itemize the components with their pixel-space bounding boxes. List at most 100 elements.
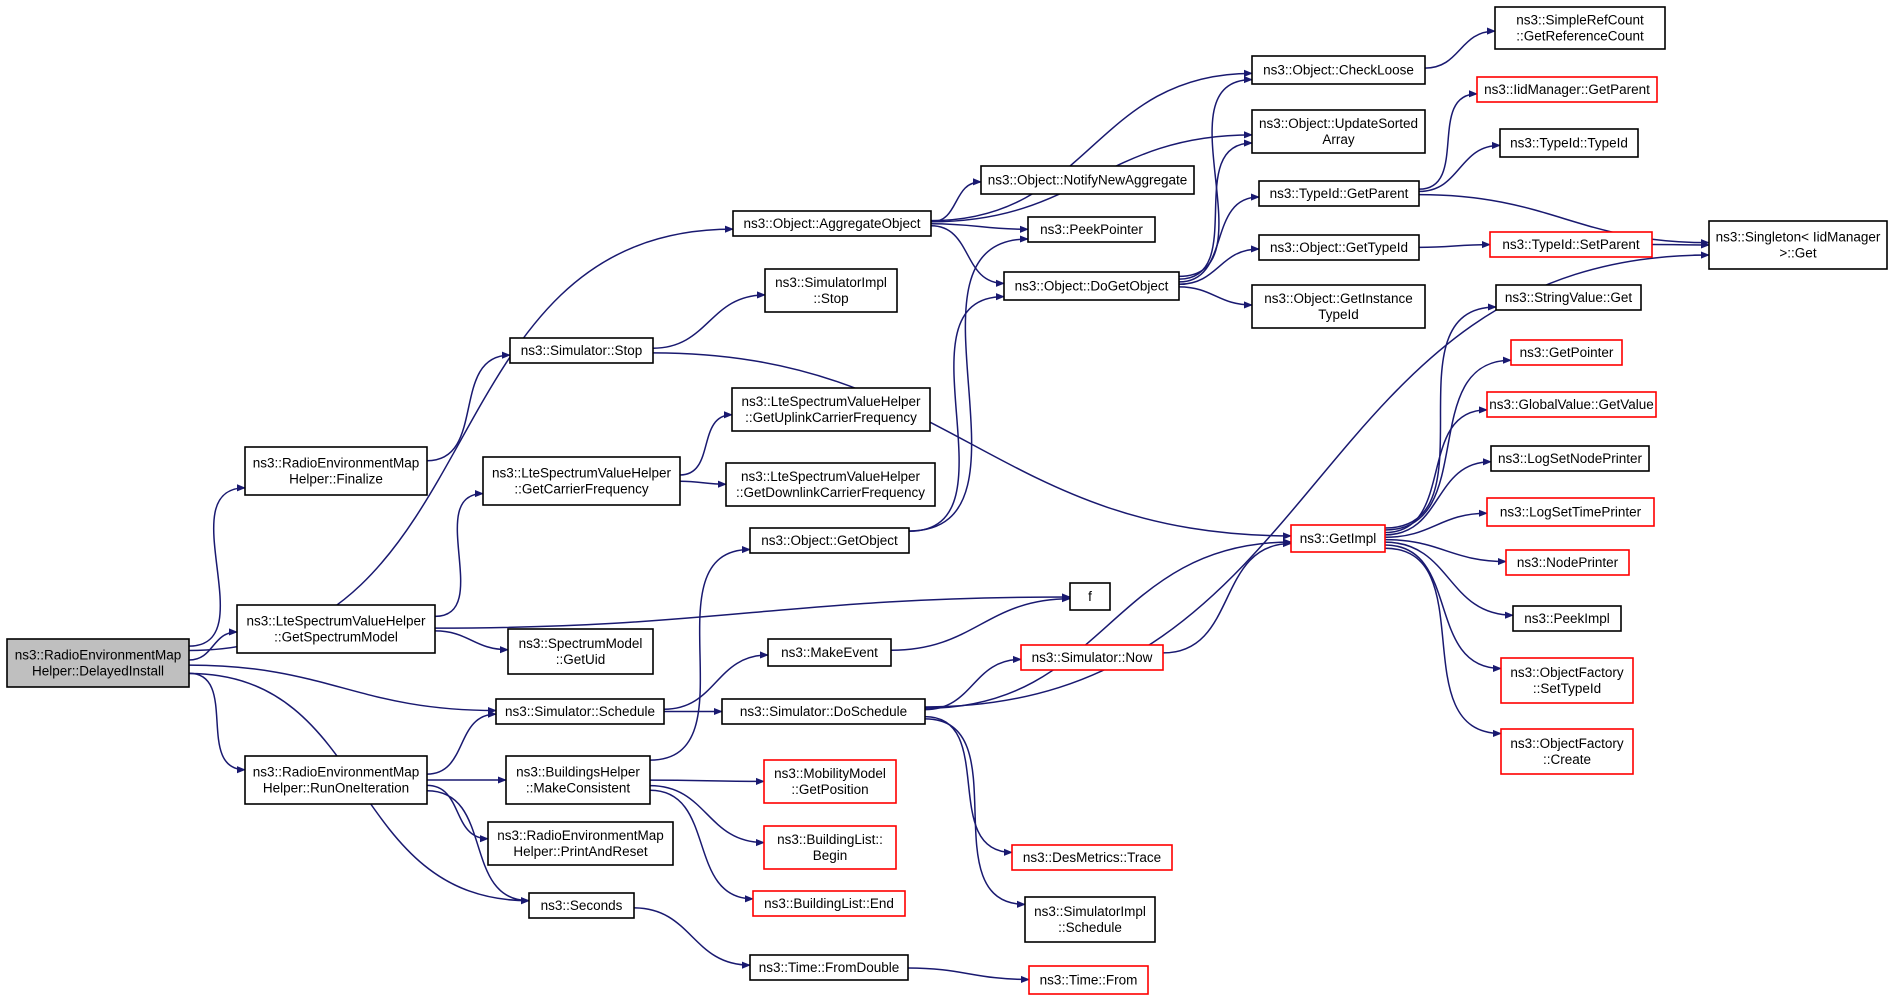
node-box[interactable]: [749, 954, 909, 981]
node-box[interactable]: [1495, 284, 1642, 311]
node-ns3-objectfactory-settypeid[interactable]: ns3::ObjectFactory::SetTypeId: [1500, 657, 1634, 704]
node-ns3-makeevent[interactable]: ns3::MakeEvent: [767, 638, 892, 667]
node-ns3-simulator-stop[interactable]: ns3::Simulator::Stop: [509, 337, 654, 364]
node-ns3-simulator-now[interactable]: ns3::Simulator::Now: [1020, 644, 1164, 671]
node-box[interactable]: [767, 638, 892, 667]
node-ns3-stringvalue-get[interactable]: ns3::StringValue::Get: [1495, 284, 1642, 311]
node-ns3-peekimpl[interactable]: ns3::PeekImpl: [1512, 605, 1622, 632]
node-ns3-peekpointer[interactable]: ns3::PeekPointer: [1027, 216, 1156, 243]
node-box[interactable]: [1290, 524, 1386, 553]
node-ns3-object-notifynewaggregate[interactable]: ns3::Object::NotifyNewAggregate: [980, 165, 1195, 195]
node-box[interactable]: [721, 698, 926, 725]
node-ns3-object-getobject[interactable]: ns3::Object::GetObject: [749, 527, 910, 554]
node-ns3-logsettimeprinter[interactable]: ns3::LogSetTimePrinter: [1486, 497, 1655, 527]
node-box[interactable]: [244, 755, 428, 805]
node-box[interactable]: [244, 446, 428, 496]
node-ns3-iidmanager-getparent[interactable]: ns3::IidManager::GetParent: [1476, 76, 1658, 103]
node-ns3-typeid-setparent[interactable]: ns3::TypeId::SetParent: [1489, 231, 1653, 258]
node-f[interactable]: f: [1069, 582, 1111, 611]
node-ns3-nodeprinter[interactable]: ns3::NodePrinter: [1505, 549, 1630, 576]
node-ns3-typeid-getparent[interactable]: ns3::TypeId::GetParent: [1258, 180, 1420, 207]
node-ns3-object-checkloose[interactable]: ns3::Object::CheckLoose: [1251, 55, 1426, 85]
node-ns3-desmetrics-trace[interactable]: ns3::DesMetrics::Trace: [1011, 844, 1173, 871]
node-box[interactable]: [1011, 844, 1173, 871]
node-box[interactable]: [1251, 109, 1426, 154]
node-ns3-singleton-iidmanager-get[interactable]: ns3::Singleton< IidManager>::Get: [1708, 220, 1888, 270]
node-ns3-object-aggregateobject[interactable]: ns3::Object::AggregateObject: [732, 210, 932, 237]
node-box[interactable]: [1512, 605, 1622, 632]
node-ns3-seconds[interactable]: ns3::Seconds: [528, 892, 635, 919]
node-ns3-getpointer[interactable]: ns3::GetPointer: [1510, 339, 1623, 366]
node-ns3-spectrummodel-getuid[interactable]: ns3::SpectrumModel::GetUid: [507, 628, 654, 675]
node-ns3-ltespectrumvaluehelper-getspectrummodel[interactable]: ns3::LteSpectrumValueHelper::GetSpectrum…: [236, 604, 436, 654]
node-ns3-radioenvironmentmap-helper-runoneiteration[interactable]: ns3::RadioEnvironmentMapHelper::RunOneIt…: [244, 755, 428, 805]
node-box[interactable]: [507, 628, 654, 675]
node-ns3-buildinglist-begin[interactable]: ns3::BuildingList::Begin: [763, 825, 897, 870]
node-box[interactable]: [1027, 216, 1156, 243]
node-ns3-simulatorimpl-schedule[interactable]: ns3::SimulatorImpl::Schedule: [1024, 896, 1156, 943]
node-box[interactable]: [1500, 657, 1634, 704]
node-box[interactable]: [1258, 234, 1420, 261]
node-box[interactable]: [749, 527, 910, 554]
node-ns3-simulator-doschedule[interactable]: ns3::Simulator::DoSchedule: [721, 698, 926, 725]
node-box[interactable]: [980, 165, 1195, 195]
node-ns3-objectfactory-create[interactable]: ns3::ObjectFactory::Create: [1500, 728, 1634, 775]
node-box[interactable]: [6, 638, 190, 688]
node-box[interactable]: [505, 755, 651, 805]
node-box[interactable]: [1251, 55, 1426, 85]
node-box[interactable]: [1003, 271, 1180, 301]
node-box[interactable]: [1251, 284, 1426, 329]
node-box[interactable]: [487, 821, 674, 866]
node-ns3-ltespectrumvaluehelper-getdownlinkcarrierfrequency[interactable]: ns3::LteSpectrumValueHelper::GetDownlink…: [725, 462, 936, 507]
node-box[interactable]: [764, 268, 898, 313]
node-box[interactable]: [1490, 445, 1650, 472]
node-box[interactable]: [752, 890, 906, 917]
node-ns3-radioenvironmentmap-helper-printandreset[interactable]: ns3::RadioEnvironmentMapHelper::PrintAnd…: [487, 821, 674, 866]
node-box[interactable]: [1505, 549, 1630, 576]
node-box[interactable]: [1494, 6, 1666, 50]
node-ns3-buildingshelper-makeconsistent[interactable]: ns3::BuildingsHelper::MakeConsistent: [505, 755, 651, 805]
node-box[interactable]: [1486, 497, 1655, 527]
node-box[interactable]: [1500, 728, 1634, 775]
node-box[interactable]: [1028, 965, 1149, 995]
node-box[interactable]: [1258, 180, 1420, 207]
node-ns3-simplerefcount-getreferencecount[interactable]: ns3::SimpleRefCount::GetReferenceCount: [1494, 6, 1666, 50]
node-ns3-simulator-schedule[interactable]: ns3::Simulator::Schedule: [495, 698, 665, 725]
node-box[interactable]: [731, 387, 931, 432]
node-box[interactable]: [1069, 582, 1111, 611]
node-box[interactable]: [1486, 391, 1657, 418]
node-ns3-ltespectrumvaluehelper-getcarrierfrequency[interactable]: ns3::LteSpectrumValueHelper::GetCarrierF…: [482, 456, 681, 506]
node-ns3-time-from[interactable]: ns3::Time::From: [1028, 965, 1149, 995]
node-ns3-logsetnodeprinter[interactable]: ns3::LogSetNodePrinter: [1490, 445, 1650, 472]
node-ns3-getimpl[interactable]: ns3::GetImpl: [1290, 524, 1386, 553]
node-box[interactable]: [1024, 896, 1156, 943]
node-box[interactable]: [1499, 128, 1639, 158]
node-ns3-simulatorimpl-stop[interactable]: ns3::SimulatorImpl::Stop: [764, 268, 898, 313]
node-box[interactable]: [725, 462, 936, 507]
node-box[interactable]: [1489, 231, 1653, 258]
node-box[interactable]: [763, 825, 897, 870]
node-box[interactable]: [1476, 76, 1658, 103]
node-ns3-radioenvironmentmap-helper-delayedinstall[interactable]: ns3::RadioEnvironmentMapHelper::DelayedI…: [6, 638, 190, 688]
node-ns3-object-gettypeid[interactable]: ns3::Object::GetTypeId: [1258, 234, 1420, 261]
node-box[interactable]: [482, 456, 681, 506]
node-box[interactable]: [732, 210, 932, 237]
node-ns3-mobilitymodel-getposition[interactable]: ns3::MobilityModel::GetPosition: [763, 759, 897, 804]
node-ns3-globalvalue-getvalue[interactable]: ns3::GlobalValue::GetValue: [1486, 391, 1657, 418]
node-box[interactable]: [1510, 339, 1623, 366]
node-ns3-object-dogetobject[interactable]: ns3::Object::DoGetObject: [1003, 271, 1180, 301]
node-ns3-time-fromdouble[interactable]: ns3::Time::FromDouble: [749, 954, 909, 981]
node-box[interactable]: [528, 892, 635, 919]
node-box[interactable]: [495, 698, 665, 725]
node-ns3-buildinglist-end[interactable]: ns3::BuildingList::End: [752, 890, 906, 917]
node-box[interactable]: [763, 759, 897, 804]
node-ns3-ltespectrumvaluehelper-getuplinkcarrierfrequency[interactable]: ns3::LteSpectrumValueHelper::GetUplinkCa…: [731, 387, 931, 432]
node-box[interactable]: [236, 604, 436, 654]
node-box[interactable]: [509, 337, 654, 364]
node-ns3-typeid-typeid[interactable]: ns3::TypeId::TypeId: [1499, 128, 1639, 158]
node-box[interactable]: [1020, 644, 1164, 671]
node-box[interactable]: [1708, 220, 1888, 270]
